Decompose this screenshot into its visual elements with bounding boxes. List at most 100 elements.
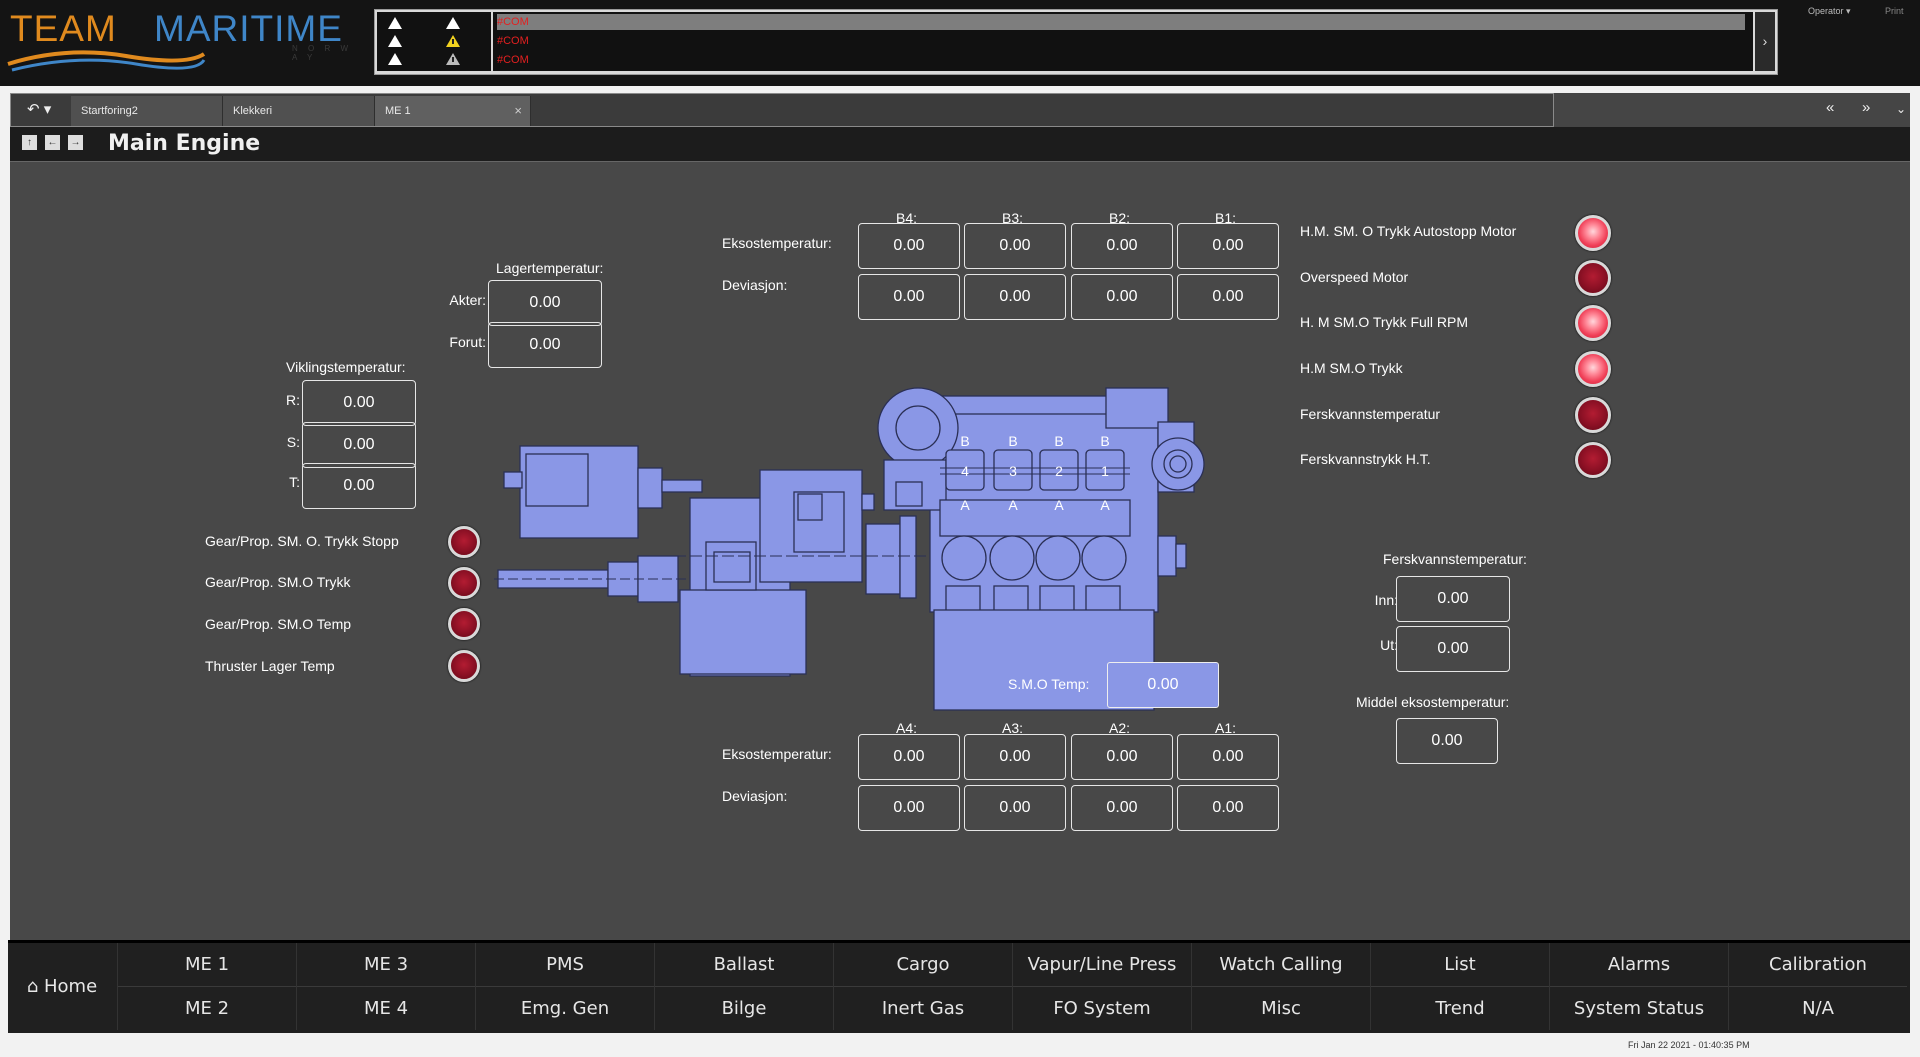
- alarm-lamp-indicator: [448, 567, 480, 599]
- double-chevron-left-icon[interactable]: «: [1826, 99, 1834, 116]
- nav-calibration[interactable]: Calibration: [1729, 943, 1907, 987]
- nav-column: Watch Calling Misc: [1191, 943, 1370, 1030]
- close-icon[interactable]: ×: [514, 96, 522, 126]
- nav-na[interactable]: N/A: [1729, 987, 1907, 1030]
- bearing-fwd-label: Forut:: [428, 334, 486, 350]
- cyl-bank-b-label: B: [1100, 433, 1109, 449]
- home-button[interactable]: ⌂ Home: [8, 943, 116, 1030]
- nav-cargo[interactable]: Cargo: [834, 943, 1012, 987]
- cyl-bank-b-label: B: [960, 433, 969, 449]
- tab-label: Startforing2: [81, 105, 138, 117]
- exhaust-temp-a1: 0.00: [1177, 734, 1279, 780]
- nav-trend[interactable]: Trend: [1371, 987, 1549, 1030]
- nav-pms[interactable]: PMS: [476, 943, 654, 987]
- winding-r-value: 0.00: [302, 380, 416, 426]
- alarm-summary-panel[interactable]: #COM #COM #COM ›: [374, 9, 1778, 75]
- tab-label: ME 1: [385, 105, 411, 117]
- freshwater-out-label: Ut:: [1340, 637, 1398, 653]
- nav-column: ME 1 ME 2: [117, 943, 296, 1030]
- nav-bilge[interactable]: Bilge: [655, 987, 833, 1030]
- cyl-number-label: 2: [1055, 463, 1063, 479]
- nav-emg-gen[interactable]: Emg. Gen: [476, 987, 654, 1030]
- exhaust-temp-b1: 0.00: [1177, 223, 1279, 269]
- winding-t-value: 0.00: [302, 463, 416, 509]
- alarm-lamp-indicator: [448, 650, 480, 682]
- arrow-left-icon[interactable]: ←: [45, 135, 60, 150]
- nav-column: ME 3 ME 4: [296, 943, 475, 1030]
- winding-s-label: S:: [250, 434, 300, 450]
- deviation-a1: 0.00: [1177, 785, 1279, 831]
- exhaust-temp-b3: 0.00: [964, 223, 1066, 269]
- nav-ballast[interactable]: Ballast: [655, 943, 833, 987]
- alarm-row[interactable]: #COM: [497, 14, 1745, 30]
- mean-exhaust-value: 0.00: [1396, 718, 1498, 764]
- print-button[interactable]: Print: [1885, 6, 1904, 16]
- exhaust-temp-a4: 0.00: [858, 734, 960, 780]
- chevron-down-icon[interactable]: ⌄: [1896, 102, 1906, 116]
- cyl-number-label: 1: [1101, 463, 1109, 479]
- top-header: TEAM MARITIME N O R W A Y #COM #COM #COM…: [0, 0, 1920, 86]
- engine-lamp-label: H.M. SM. O Trykk Autostopp Motor: [1300, 223, 1516, 239]
- warning-icon[interactable]: [387, 34, 403, 48]
- exhaust-temp-a3: 0.00: [964, 734, 1066, 780]
- nav-fo-system[interactable]: FO System: [1013, 987, 1191, 1030]
- arrow-up-icon[interactable]: ↑: [22, 135, 37, 150]
- warning-icon[interactable]: [445, 16, 461, 30]
- alarm-lamp-indicator: [1575, 260, 1611, 296]
- tab-me1[interactable]: ME 1 ×: [375, 96, 531, 126]
- gear-lamp-label: Thruster Lager Temp: [205, 658, 335, 674]
- nav-me1[interactable]: ME 1: [118, 943, 296, 987]
- bank-b-deviation-label: Deviasjon:: [722, 277, 787, 293]
- deviation-a4: 0.00: [858, 785, 960, 831]
- alarm-row[interactable]: #COM: [497, 33, 1745, 49]
- nav-column: Alarms System Status: [1549, 943, 1728, 1030]
- nav-me4[interactable]: ME 4: [297, 987, 475, 1030]
- winding-t-label: T:: [250, 474, 300, 490]
- gear-lamp-label: Gear/Prop. SM.O Temp: [205, 616, 351, 632]
- warning-icon[interactable]: [387, 16, 403, 30]
- tab-startforing2[interactable]: Startforing2: [71, 96, 223, 126]
- nav-column: PMS Emg. Gen: [475, 943, 654, 1030]
- warning-yellow-icon[interactable]: [445, 34, 461, 48]
- nav-inert-gas[interactable]: Inert Gas: [834, 987, 1012, 1030]
- alarm-lamp-indicator: [1575, 351, 1611, 387]
- cyl-number-label: 4: [961, 463, 969, 479]
- warning-icon[interactable]: [387, 52, 403, 66]
- main-engine-panel: .e{fill:#8a97e6;stroke:#2a2f55;stroke-wi…: [10, 161, 1910, 941]
- logo-wave-icon: [6, 44, 206, 74]
- cyl-bank-a-label: A: [1008, 497, 1018, 513]
- deviation-b3: 0.00: [964, 274, 1066, 320]
- chevron-right-icon[interactable]: ›: [1755, 12, 1775, 71]
- warning-grey-icon[interactable]: [445, 52, 461, 66]
- alarm-row[interactable]: #COM: [497, 52, 1745, 68]
- tab-label: Klekkeri: [233, 105, 272, 117]
- nav-alarms[interactable]: Alarms: [1550, 943, 1728, 987]
- bank-b-exhaust-label: Eksostemperatur:: [722, 235, 832, 251]
- freshwater-out-value: 0.00: [1396, 626, 1510, 672]
- nav-system-status[interactable]: System Status: [1550, 987, 1728, 1030]
- arrow-right-icon[interactable]: →: [68, 135, 83, 150]
- nav-column: Cargo Inert Gas: [833, 943, 1012, 1030]
- nav-me2[interactable]: ME 2: [118, 987, 296, 1030]
- bank-a-deviation-label: Deviasjon:: [722, 788, 787, 804]
- bank-a-exhaust-label: Eksostemperatur:: [722, 746, 832, 762]
- freshwater-in-label: Inn:: [1340, 592, 1398, 608]
- double-chevron-right-icon[interactable]: »: [1862, 99, 1870, 116]
- winding-temp-heading: Viklingstemperatur:: [286, 359, 406, 375]
- alarm-lamp-indicator: [448, 526, 480, 558]
- nav-column: Calibration N/A: [1728, 943, 1907, 1030]
- tab-klekkeri[interactable]: Klekkeri: [223, 96, 375, 126]
- nav-column: Ballast Bilge: [654, 943, 833, 1030]
- nav-vapur-line-press[interactable]: Vapur/Line Press: [1013, 943, 1191, 987]
- nav-me3[interactable]: ME 3: [297, 943, 475, 987]
- exhaust-temp-b4: 0.00: [858, 223, 960, 269]
- nav-misc[interactable]: Misc: [1192, 987, 1370, 1030]
- operator-dropdown[interactable]: Operator ▾: [1808, 6, 1851, 17]
- nav-list[interactable]: List: [1371, 943, 1549, 987]
- nav-watch-calling[interactable]: Watch Calling: [1192, 943, 1370, 987]
- back-history-button[interactable]: ↶ ▾: [17, 97, 73, 125]
- cyl-bank-a-label: A: [960, 497, 970, 513]
- deviation-b1: 0.00: [1177, 274, 1279, 320]
- tab-navigation: « » ⌄: [1810, 93, 1910, 127]
- gear-lamp-label: Gear/Prop. SM. O. Trykk Stopp: [205, 533, 399, 549]
